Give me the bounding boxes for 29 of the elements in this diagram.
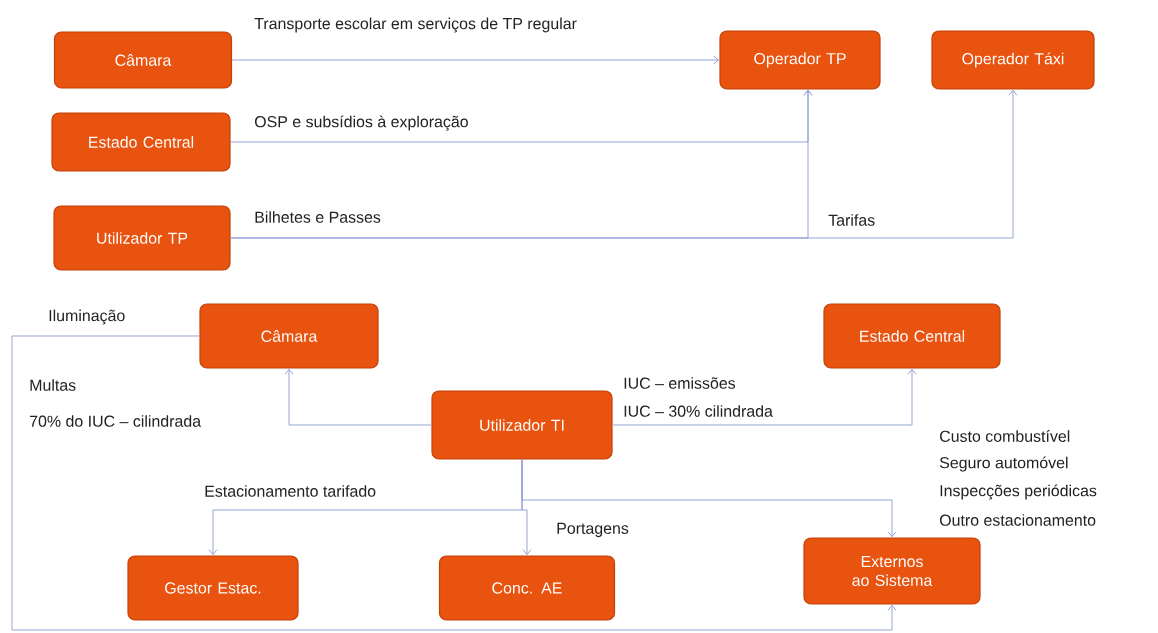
edge-label: Estacionamento tarifado xyxy=(203,484,378,498)
process-box: Operador TP xyxy=(719,30,881,90)
flow-label: IUC – emissões xyxy=(624,377,736,389)
flow-label: Custo combustível xyxy=(940,430,1070,442)
process-box: Utilizador TI xyxy=(431,390,613,460)
process-box: Câmara xyxy=(53,31,233,89)
flow-label: Multas xyxy=(30,379,76,391)
arrow xyxy=(230,89,1018,239)
process-box: Operador Táxi xyxy=(931,30,1095,90)
arrow xyxy=(231,55,720,65)
flow-label: 70% do IUC – cilindrada xyxy=(30,415,202,427)
process-box: Externos ao Sistema xyxy=(803,537,981,605)
flow-label: Outro estacionamento xyxy=(939,514,1096,526)
arrow xyxy=(612,368,917,426)
process-box: Conc. AE xyxy=(438,555,616,621)
process-box: Utilizador TP xyxy=(53,205,231,271)
flow-label: Inspecções periódicas xyxy=(940,484,1097,500)
flow-label: Seguro automóvel xyxy=(939,456,1068,472)
arrow xyxy=(521,459,897,538)
process-box: Câmara xyxy=(199,303,379,369)
process-box: Estado Central xyxy=(823,303,1001,369)
edge-label: Tarifas xyxy=(827,213,877,227)
process-box: Estado Central xyxy=(51,112,231,172)
flow-label: IUC – 30% cilindrada xyxy=(624,405,773,417)
edge-label: Bilhetes e Passes xyxy=(253,210,382,224)
arrow xyxy=(11,335,897,631)
edge-label: OSP e subsídios à exploração xyxy=(253,114,470,132)
arrow xyxy=(284,368,432,426)
process-box: Gestor Estac. xyxy=(127,555,299,621)
